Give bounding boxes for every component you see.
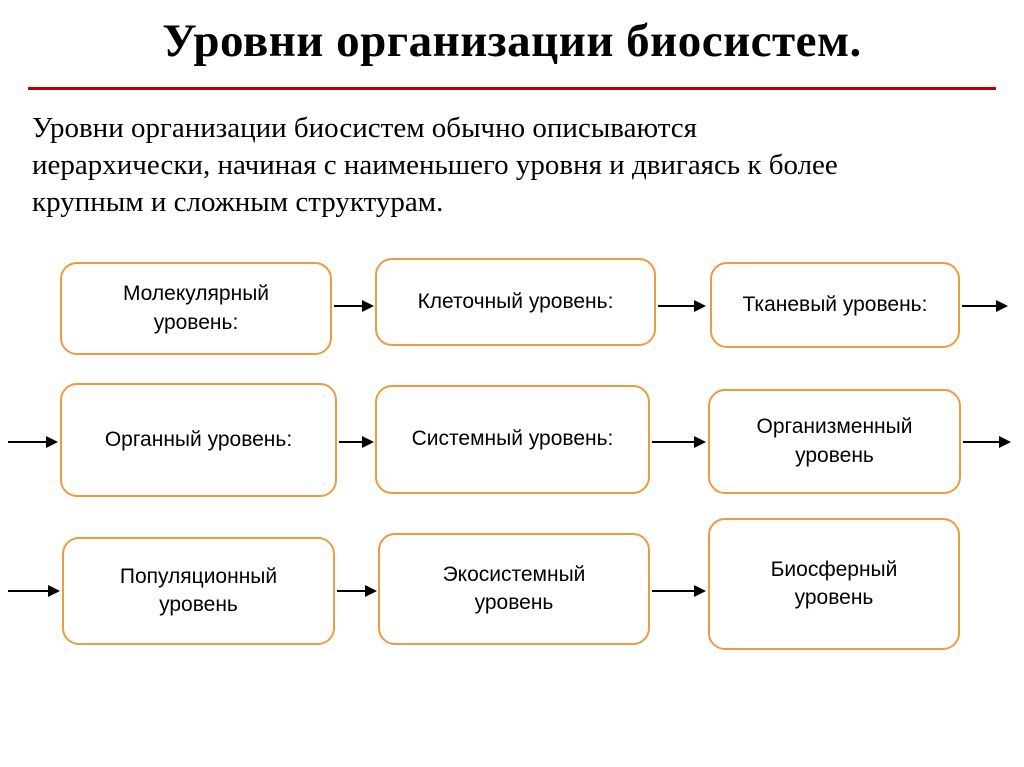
arrow-cellular-to-tissue-icon (658, 299, 706, 313)
arrow-ecosystem-to-biosphere-icon (652, 584, 706, 598)
level-box-molecular: Молекулярный уровень: (60, 262, 332, 355)
arrow-head (48, 585, 60, 597)
arrow-population-to-ecosystem-icon (337, 584, 377, 598)
arrow-line (963, 441, 999, 443)
level-box-organ: Органный уровень: (60, 383, 337, 497)
arrow-head (362, 300, 374, 312)
arrow-head (694, 585, 706, 597)
arrow-line (658, 305, 694, 307)
level-box-ecosystem: Экосистемный уровень (378, 533, 650, 645)
arrow-row2-enter-icon (8, 435, 58, 449)
arrow-row1-exit-icon (962, 299, 1008, 313)
arrow-line (652, 590, 694, 592)
arrow-line (8, 441, 46, 443)
arrow-row2-exit-icon (963, 435, 1011, 449)
level-box-tissue: Тканевый уровень: (710, 262, 960, 348)
arrow-head (362, 436, 374, 448)
level-box-cellular: Клеточный уровень: (375, 258, 656, 346)
level-box-organism: Организменный уровень (708, 389, 961, 494)
arrow-organ-to-system-icon (339, 435, 374, 449)
arrow-head (999, 436, 1011, 448)
level-box-system: Системный уровень: (375, 385, 650, 494)
arrow-line (337, 590, 365, 592)
arrow-row3-enter-icon (8, 584, 60, 598)
arrow-system-to-organism-icon (652, 435, 706, 449)
slide-title: Уровни организации биосистем. (162, 15, 862, 67)
arrow-head (365, 585, 377, 597)
arrow-line (652, 441, 694, 443)
arrow-line (339, 441, 362, 443)
arrow-head (996, 300, 1008, 312)
arrow-head (46, 436, 58, 448)
arrow-molecular-to-cellular-icon (334, 299, 374, 313)
arrow-line (334, 305, 362, 307)
arrow-line (962, 305, 996, 307)
arrow-line (8, 590, 48, 592)
level-box-population: Популяционный уровень (62, 537, 335, 645)
arrow-head (694, 436, 706, 448)
arrow-head (694, 300, 706, 312)
level-box-biosphere: Биосферный уровень (708, 518, 960, 650)
title-underline-rule (28, 87, 996, 90)
intro-text: Уровни организации биосистем обычно опис… (32, 112, 838, 219)
